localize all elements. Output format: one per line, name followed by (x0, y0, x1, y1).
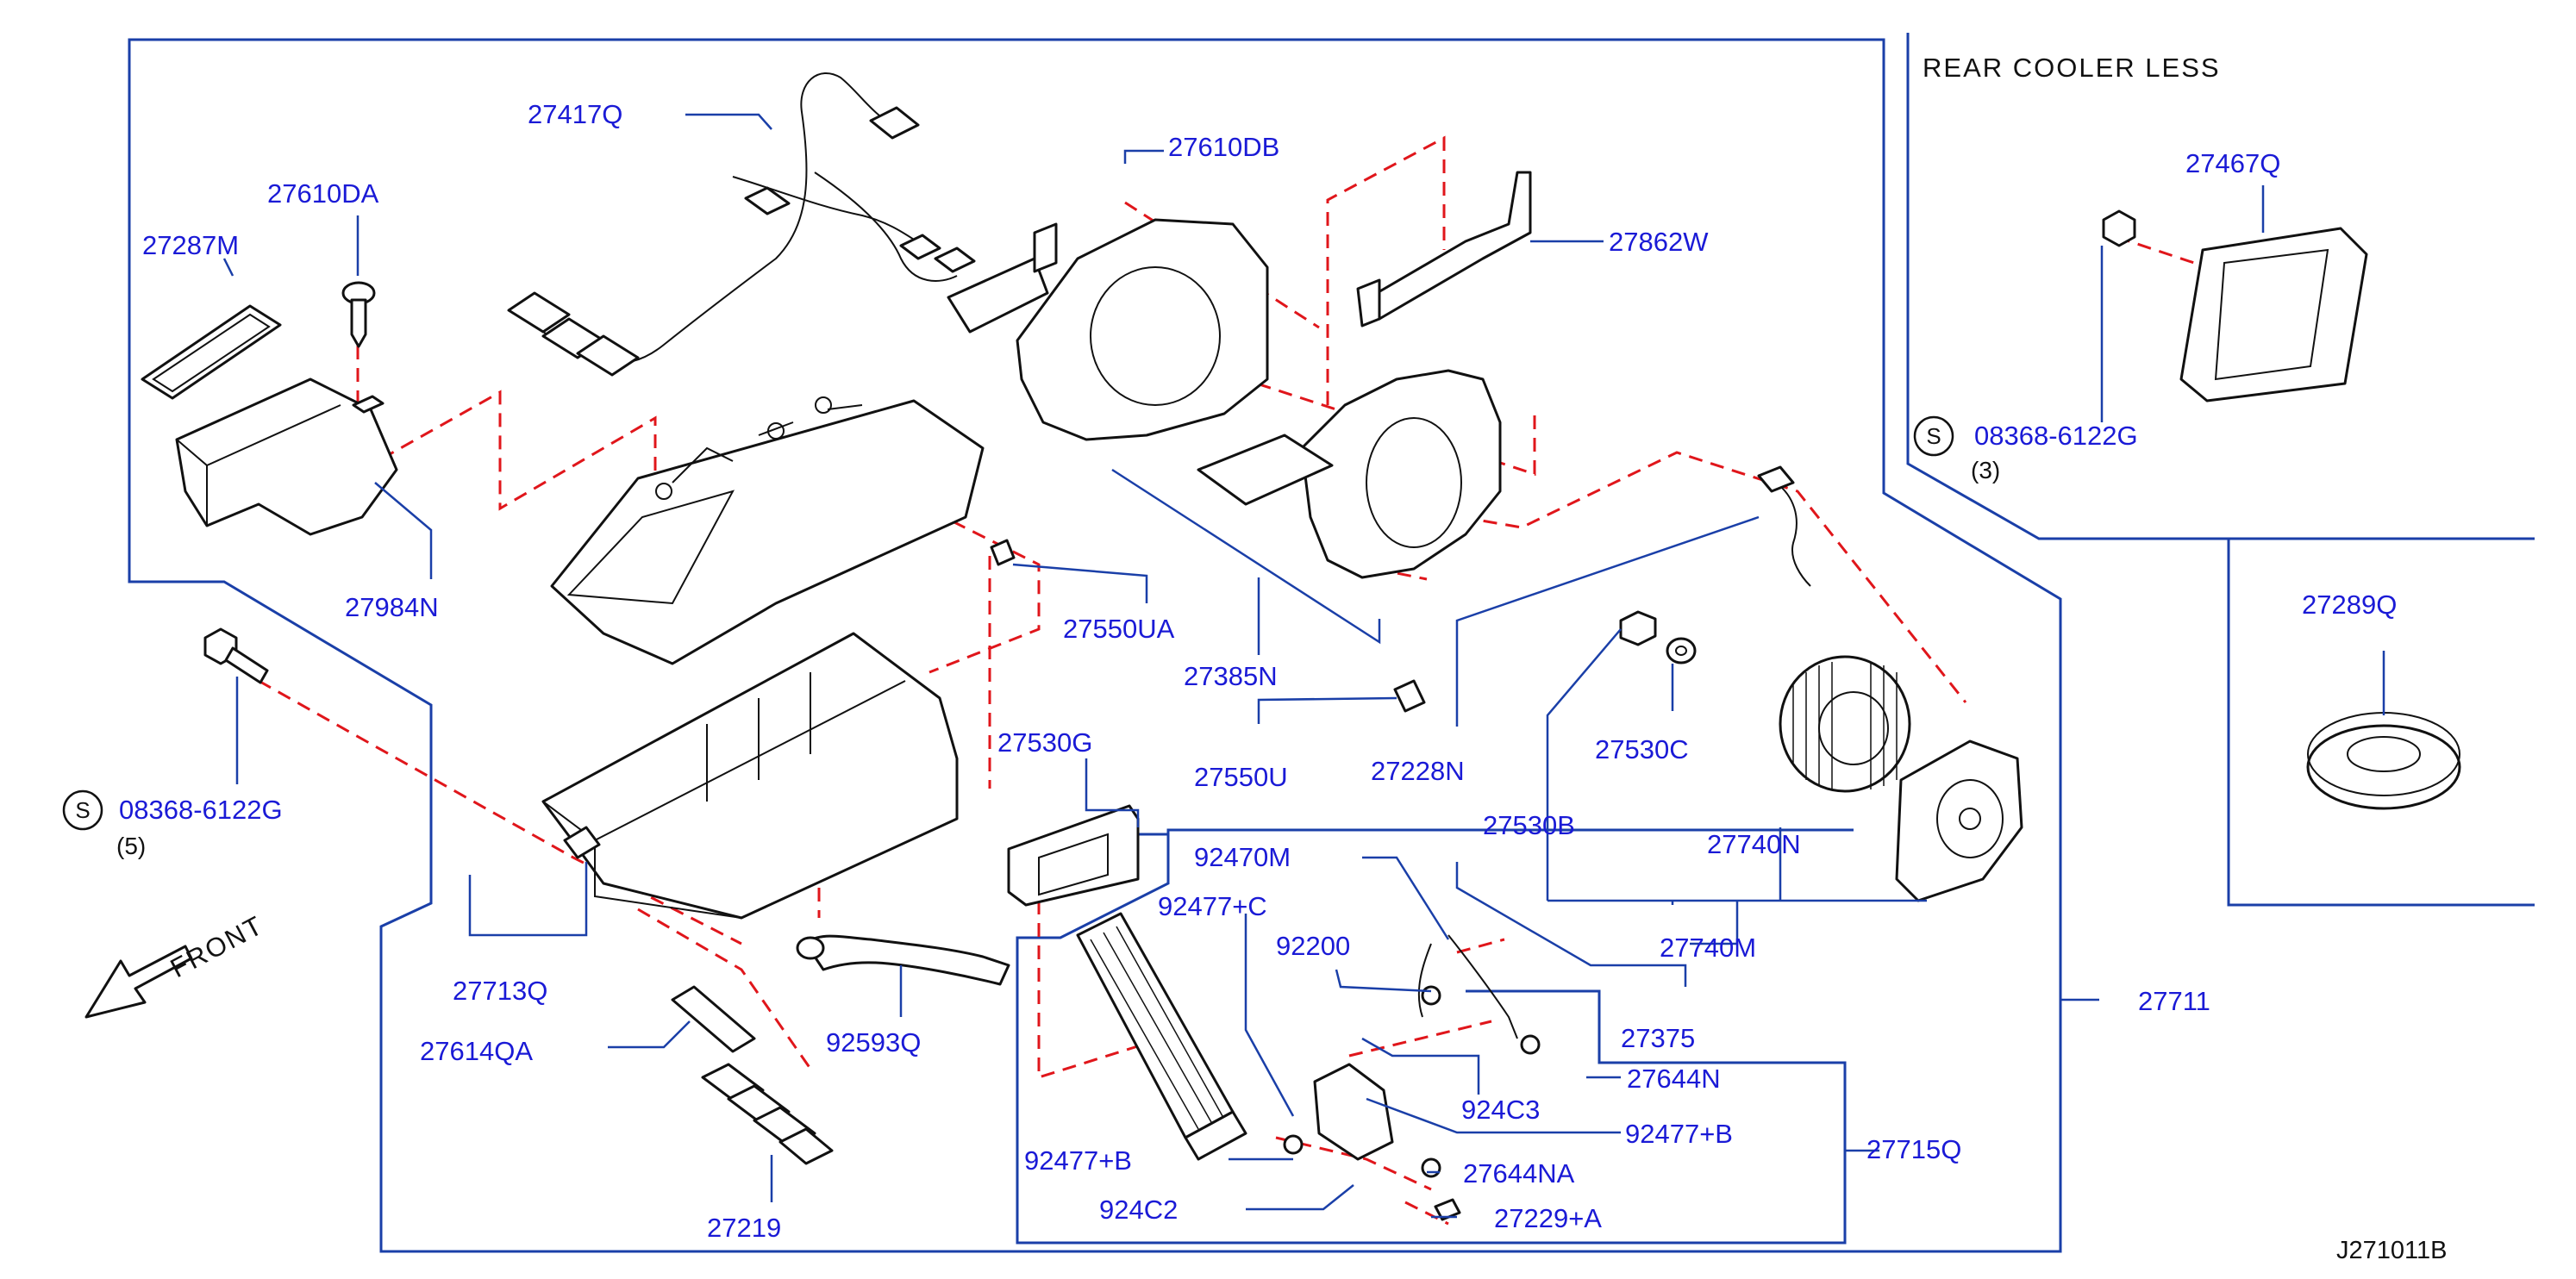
qty-08368-right: (3) (1971, 457, 2000, 484)
part-label-27862w[interactable]: 27862W (1609, 227, 1709, 257)
screw-symbol-left: S (62, 789, 103, 831)
dash-bracket (1326, 135, 1446, 405)
washer-27530c-drawing (1666, 637, 1697, 664)
part-label-92593q[interactable]: 92593Q (826, 1027, 921, 1058)
part-label-92477b-left[interactable]: 92477+B (1024, 1145, 1132, 1176)
part-label-27375[interactable]: 27375 (1621, 1023, 1695, 1053)
screw-27610da-drawing (341, 281, 376, 348)
diagram-code: J271011B (2336, 1237, 2447, 1264)
part-label-27550ua[interactable]: 27550UA (1063, 614, 1175, 644)
heater-case-lower-drawing (541, 632, 959, 920)
part-label-27530b[interactable]: 27530B (1483, 810, 1575, 840)
connector-27219-drawing (701, 1063, 834, 1165)
blower-fan-drawing (1779, 655, 1911, 793)
dash-expansion (1348, 1020, 1492, 1058)
part-label-92200[interactable]: 92200 (1276, 931, 1350, 961)
front-arrow-icon: FRONT (84, 909, 269, 1019)
part-label-27385n[interactable]: 27385N (1184, 661, 1278, 691)
part-label-27417q[interactable]: 27417Q (528, 99, 622, 129)
rear-cooler-less-frame (1906, 33, 2535, 540)
leader-lines (222, 113, 2385, 1219)
dash-motor-axis (1460, 451, 1967, 703)
part-label-27287m[interactable]: 27287M (142, 230, 239, 260)
aspirator-hose-drawing (1757, 465, 1811, 587)
nut-27530b-drawing (1619, 610, 1657, 646)
part-label-27289q[interactable]: 27289Q (2302, 590, 2397, 620)
heater-case-upper-drawing (550, 396, 985, 665)
part-label-92477c[interactable]: 92477+C (1158, 891, 1267, 921)
dash-resistor (928, 520, 1041, 674)
screw-symbol-left-text: S (75, 797, 90, 823)
wire-harness-drawing (507, 72, 976, 377)
part-label-27530g[interactable]: 27530G (997, 727, 1092, 758)
bracket-drawing (1356, 171, 1532, 328)
dash-bolt-lower (1404, 1201, 1449, 1226)
bolt-08368-left-drawing (203, 627, 269, 684)
front-label: FRONT (166, 909, 269, 983)
part-label-27530c[interactable]: 27530C (1595, 734, 1689, 764)
part-label-27229a[interactable]: 27229+A (1494, 1203, 1602, 1233)
clip-27550u-drawing (1393, 679, 1426, 713)
dash-lower-bolt (258, 679, 742, 945)
part-label-27644n[interactable]: 27644N (1627, 1064, 1721, 1094)
part-label-27984n[interactable]: 27984N (345, 592, 439, 622)
rear-cooler-less-note: REAR COOLER LESS (1923, 53, 2221, 83)
dash-blower-case (1150, 347, 1536, 477)
evaporator-core-drawing (1076, 912, 1247, 1161)
part-label-27740n[interactable]: 27740N (1707, 829, 1801, 859)
screw-symbol-right: S (1913, 415, 1954, 457)
part-label-924c2[interactable]: 924C2 (1099, 1195, 1178, 1225)
part-label-27711[interactable]: 27711 (2138, 986, 2210, 1016)
dash-evap-b (1275, 1136, 1432, 1191)
part-label-27740m[interactable]: 27740M (1660, 933, 1756, 963)
dash-connector (637, 908, 812, 1070)
screw-symbol-right-text: S (1926, 423, 1941, 449)
dash-pipe (1456, 938, 1505, 954)
gasket-drawing (141, 304, 282, 400)
amplifier-drawing (2102, 209, 2368, 402)
resistor-drawing (1007, 804, 1140, 907)
part-label-27219[interactable]: 27219 (707, 1213, 781, 1243)
grommet-frame (2227, 539, 2535, 907)
part-label-924c3[interactable]: 924C3 (1461, 1095, 1540, 1125)
bracket-27614qa-drawing (671, 985, 756, 1053)
part-label-08368-right[interactable]: 08368-6122G (1974, 421, 2138, 451)
blower-case-drawing (947, 218, 1269, 441)
part-label-08368-left[interactable]: 08368-6122G (119, 795, 283, 825)
diagram-frames (128, 33, 2535, 1253)
qty-08368-left: (5) (116, 833, 146, 859)
part-label-27228n[interactable]: 27228N (1371, 756, 1465, 786)
blower-motor-drawing (1895, 739, 2023, 902)
scroll-housing-drawing (1197, 369, 1502, 579)
part-label-27715q[interactable]: 27715Q (1866, 1134, 1961, 1164)
part-label-27550u[interactable]: 27550U (1194, 762, 1288, 792)
grommet-drawing (2306, 712, 2461, 810)
part-label-27614qa[interactable]: 27614QA (420, 1036, 533, 1066)
evaporator-subassembly-frame (1016, 830, 1847, 1245)
part-label-27610da[interactable]: 27610DA (267, 178, 379, 209)
part-label-27467q[interactable]: 27467Q (2185, 148, 2280, 178)
duct-drawing (175, 377, 398, 536)
part-label-27713q[interactable]: 27713Q (453, 976, 547, 1006)
clip-27550ua-drawing (990, 539, 1016, 566)
part-label-92470m[interactable]: 92470M (1194, 842, 1291, 872)
part-label-27644na[interactable]: 27644NA (1463, 1158, 1575, 1189)
part-label-27610db[interactable]: 27610DB (1168, 132, 1279, 162)
drain-hose-drawing (796, 934, 1010, 986)
main-assembly-frame (128, 38, 2062, 1253)
part-label-92477b-right[interactable]: 92477+B (1625, 1119, 1733, 1149)
dash-duct-to-case (361, 390, 657, 511)
